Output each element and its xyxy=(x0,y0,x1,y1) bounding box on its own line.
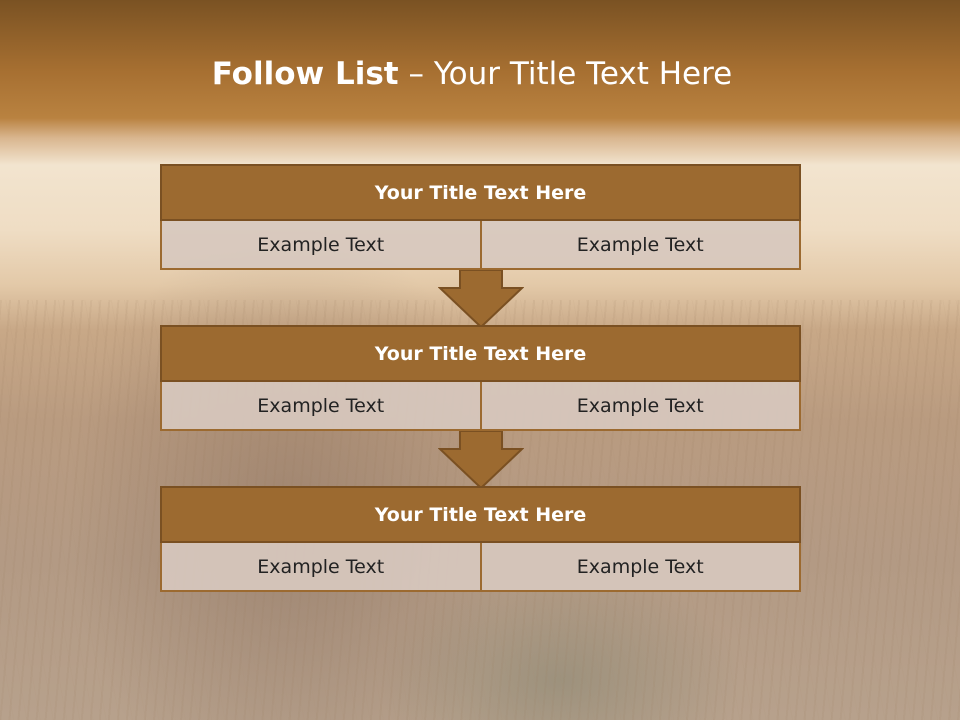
list-block-3: Your Title Text Here Example Text Exampl… xyxy=(160,486,801,592)
list-block-1: Your Title Text Here Example Text Exampl… xyxy=(160,164,801,270)
block-cell-right: Example Text xyxy=(481,543,801,592)
block-cell-right: Example Text xyxy=(481,382,801,431)
block-cell-left: Example Text xyxy=(160,543,482,592)
block-cell-left: Example Text xyxy=(160,382,482,431)
down-arrow-icon xyxy=(438,431,524,489)
block-title: Your Title Text Here xyxy=(160,325,801,382)
title-rest: – Your Title Text Here xyxy=(398,56,733,92)
title-lead: Follow List xyxy=(211,56,399,92)
block-row: Example Text Example Text xyxy=(160,382,801,431)
block-cell-left: Example Text xyxy=(160,221,482,270)
block-row: Example Text Example Text xyxy=(160,543,801,592)
block-title: Your Title Text Here xyxy=(160,486,801,543)
down-arrow-icon xyxy=(438,270,524,328)
block-cell-right: Example Text xyxy=(481,221,801,270)
list-block-2: Your Title Text Here Example Text Exampl… xyxy=(160,325,801,431)
block-title: Your Title Text Here xyxy=(160,164,801,221)
block-row: Example Text Example Text xyxy=(160,221,801,270)
slide-title: Follow List – Your Title Text Here xyxy=(0,56,944,92)
